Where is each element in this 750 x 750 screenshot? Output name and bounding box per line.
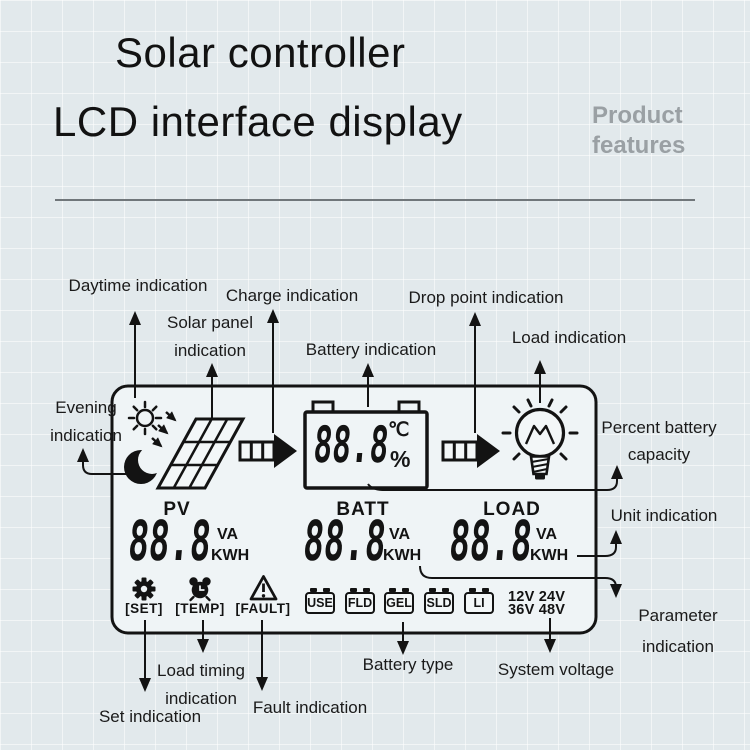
badge-line2: features [592, 132, 686, 159]
page-title-line1: Solar controller [115, 29, 406, 76]
header-divider [55, 199, 695, 201]
battery-type-use: USE [305, 588, 335, 614]
pv-label: PV [163, 499, 191, 520]
battery-icon [303, 400, 429, 490]
callout-evening: Evening indication [40, 394, 132, 450]
batt-unit-va: VA [389, 526, 411, 543]
callout-percent-line2: capacity [627, 445, 691, 464]
callout-evening-line2: indication [50, 426, 122, 445]
percent-callout-line [367, 465, 623, 491]
batt-value: 88.8 [300, 509, 389, 573]
load-unit-va: VA [536, 526, 558, 543]
callout-system-voltage: System voltage [497, 660, 615, 679]
fault-label: [FAULT] [235, 601, 291, 616]
callout-fault: Fault indication [252, 698, 368, 717]
callout-percent-line1: Percent battery [601, 418, 717, 437]
alarm-clock-icon [189, 577, 211, 602]
callout-drop-point: Drop point indication [408, 288, 564, 307]
temp-label: [TEMP] [175, 601, 225, 616]
battery-type-li: LI [464, 588, 494, 614]
evening-callout-line [77, 448, 132, 475]
celsius-unit: ℃ [388, 420, 410, 441]
light-bulb-icon [501, 398, 579, 480]
gear-icon [132, 577, 156, 601]
voltages-line1: 12V 24V [508, 588, 566, 605]
callout-set: Set indication [98, 707, 202, 726]
solar-panel-icon [155, 417, 246, 490]
percent-unit: % [390, 446, 411, 472]
voltages-line2: 36V 48V [508, 601, 566, 618]
pv-value: 88.8 [125, 509, 214, 573]
load-flow-arrow-icon [441, 434, 500, 468]
callout-unit: Unit indication [610, 506, 718, 525]
callout-load-timing-line2: indication [165, 689, 237, 708]
callout-charge: Charge indication [225, 286, 359, 305]
batt-label: BATT [336, 499, 390, 520]
battery-temp-value: 88.8 [311, 416, 392, 474]
unit-callout-line [577, 530, 622, 557]
callout-evening-line1: Evening [55, 398, 117, 417]
system-voltages: 12V 24V 36V 48V [508, 588, 566, 618]
callout-solar-panel-line2: indication [174, 341, 246, 360]
sun-icon [127, 400, 163, 436]
battery-type-gel: GEL [384, 588, 414, 614]
callout-load-timing: Load timing indication [154, 657, 248, 713]
callout-battery: Battery indication [305, 340, 437, 359]
product-features-badge: Product features [592, 101, 685, 161]
sunlight-arrows-icon [151, 411, 177, 448]
set-label: [SET] [125, 601, 163, 616]
pv-unit-kwh: KWH [211, 547, 250, 564]
page-title-line2: LCD interface display [53, 98, 463, 145]
load-unit-kwh: KWH [530, 547, 569, 564]
callout-battery-type: Battery type [362, 655, 454, 674]
parameter-callout-line [419, 565, 622, 598]
badge-line1: Product [592, 102, 683, 129]
callout-parameter: Parameter indication [632, 600, 724, 662]
callout-solar-panel-line1: Solar panel [166, 313, 253, 332]
callout-solar-panel: Solar panel indication [150, 309, 270, 365]
batt-unit-kwh: KWH [383, 547, 422, 564]
load-label: LOAD [483, 499, 541, 520]
pv-unit-va: VA [217, 526, 239, 543]
callout-load: Load indication [511, 328, 627, 347]
load-value: 88.8 [446, 509, 535, 573]
callout-parameter-line2: indication [642, 637, 714, 656]
charge-flow-arrow-icon [238, 434, 297, 468]
callout-parameter-line1: Parameter [638, 606, 718, 625]
callout-lines [77, 309, 623, 692]
callout-percent-capacity: Percent battery capacity [597, 414, 721, 468]
battery-type-fld: FLD [345, 588, 375, 614]
callout-daytime: Daytime indication [68, 276, 208, 295]
battery-type-sld: SLD [424, 588, 454, 614]
moon-icon [124, 446, 166, 484]
callout-load-timing-line1: Load timing [157, 661, 245, 680]
warning-triangle-icon [249, 575, 278, 601]
